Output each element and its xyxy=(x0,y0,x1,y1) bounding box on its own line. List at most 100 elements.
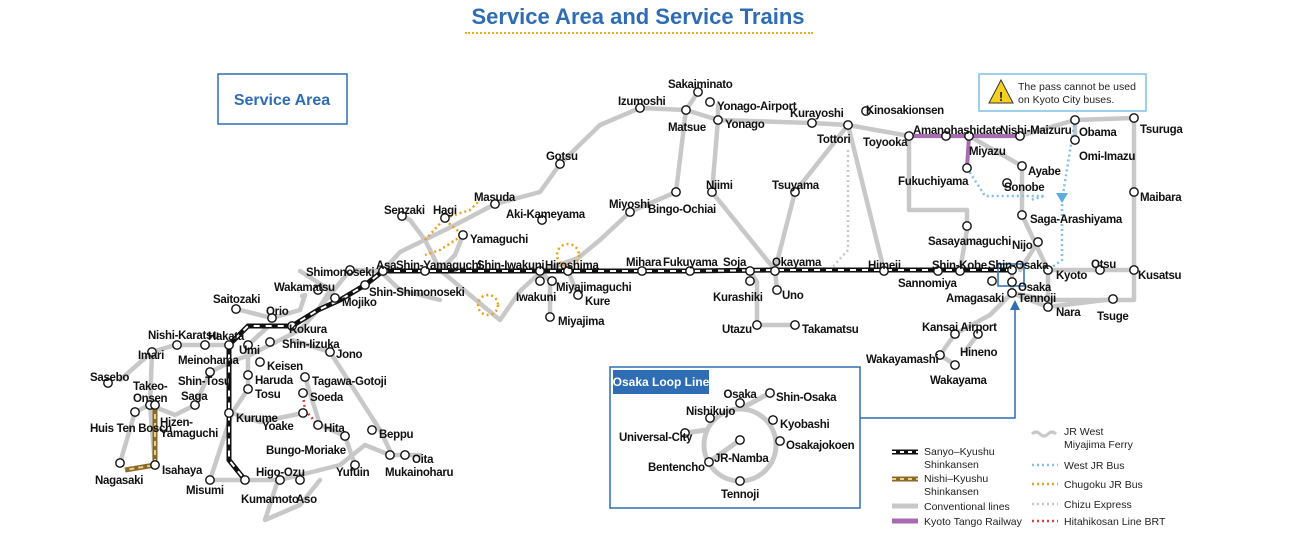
map-station-label-tsuruga: Tsuruga xyxy=(1140,124,1183,136)
map-station-dot-yoake xyxy=(298,408,308,418)
map-station-dot-higo-ozu xyxy=(275,475,285,485)
map-station-label-jono: Jono xyxy=(336,349,363,361)
map-station-label-hineno: Hineno xyxy=(960,347,997,359)
svg-text:!: ! xyxy=(999,89,1003,104)
map-station-dot-aso xyxy=(295,475,305,485)
map-station-dot-imari xyxy=(147,347,157,357)
map-station-label-shin-tosu: Shin-Tosu xyxy=(178,376,231,388)
legend-sanyo: Sanyo–Kyushu Shinkansen xyxy=(892,446,995,471)
map-station-dot-shin-iizuka xyxy=(265,337,275,347)
map-station-label-aso: Aso xyxy=(296,494,317,506)
map-station-dot-shin-shimonoseki xyxy=(360,280,370,290)
map-station-dot-amagasaki xyxy=(987,276,997,286)
map-station-dot-misumi xyxy=(205,475,215,485)
legend-nishi-label2: Shinkansen xyxy=(924,486,979,498)
map-station-label-imari: Imari xyxy=(138,350,164,362)
map-station-label-wakayama: Wakayama xyxy=(930,375,988,387)
warning-icon xyxy=(988,78,1014,104)
map-station-label-ayabe: Ayabe xyxy=(1028,166,1061,178)
map-station-label-asa: Asa xyxy=(376,260,397,272)
map-station-label-fukuchiyama: Fukuchiyama xyxy=(898,176,969,188)
map-station-label-amagasaki: Amagasaki xyxy=(946,293,1004,305)
map-station-label-miyoshi: Miyoshi xyxy=(609,199,650,211)
map-station-label-hakata: Hakata xyxy=(208,331,245,343)
map-station-dot-hineno xyxy=(973,329,983,339)
legend-chugokubus-label: Chugoku JR Bus xyxy=(1064,479,1143,491)
map-station-dot-yamaguchi xyxy=(458,230,468,240)
map-station-label-aki-kameyama: Aki-Kameyama xyxy=(506,209,586,221)
chizu-express xyxy=(829,150,850,271)
map-station-dot-tottori xyxy=(843,120,853,130)
map-station-label-tottori: Tottori xyxy=(817,134,851,146)
loop-station-dot-bentencho xyxy=(704,457,714,467)
map-station-label-beppu: Beppu xyxy=(379,429,414,441)
map-station-label-sasebo: Sasebo xyxy=(90,372,129,384)
legend-sanyo-label: Sanyo–Kyushu xyxy=(924,446,995,458)
map-station-dot-kansai-airport xyxy=(950,329,960,339)
legend-ferry-label2: Miyajima Ferry xyxy=(1064,439,1134,451)
legend-conventional-label: Conventional lines xyxy=(924,501,1010,513)
title-underline xyxy=(465,32,813,34)
loop-station-label-nishikujo: Nishikujo xyxy=(686,406,735,418)
map-station-dot-ayabe xyxy=(1017,161,1027,171)
map-station-label-matsue: Matsue xyxy=(668,122,706,134)
map-station-label-yufuin: Yufuin xyxy=(336,467,370,479)
map-station-dot-tagawa-gotoji xyxy=(300,372,310,382)
map-station-dot-haruda xyxy=(243,370,253,380)
map-station-label-tosu: Tosu xyxy=(255,389,281,401)
notice-line1: The pass cannot be used xyxy=(1018,81,1136,93)
loop-station-label-kyobashi: Kyobashi xyxy=(780,419,829,431)
loop-station-dot-shin-osaka xyxy=(765,388,775,398)
map-station-dot-himeji xyxy=(879,266,889,276)
loop-station-label-jr-namba: JR-Namba xyxy=(714,453,769,465)
map-station-dot-yonago-airport xyxy=(705,97,715,107)
map-station-dot-sasebo xyxy=(103,378,113,388)
legend-westbus: West JR Bus xyxy=(1032,460,1125,472)
map-station-dot-nishi-karatsu xyxy=(172,340,182,350)
map-station-label-shimonoseki: Shimonoseki xyxy=(306,267,374,279)
loop-station-dot-universal-city xyxy=(680,428,690,438)
map-station-dot-shin-yamaguchi xyxy=(420,266,430,276)
kyoto-tango-railway-branch xyxy=(965,135,971,169)
map-station-dot-wakayamashi xyxy=(935,350,945,360)
map-station-dot-umi xyxy=(243,340,253,350)
map-station-dot-amanohashidate xyxy=(941,131,951,141)
service-area-box xyxy=(217,73,348,125)
map-station-dot-meinohama xyxy=(200,340,210,350)
map-station-label-haruda: Haruda xyxy=(255,375,294,387)
map-station-dot-miyoshi xyxy=(625,207,635,217)
osaka-loop-title: Osaka Loop Line xyxy=(613,375,710,389)
map-station-label-masuda: Masuda xyxy=(474,192,516,204)
map-station-dot-iwakuni xyxy=(535,276,545,286)
map-station-label-shin-yamaguchi: Shin-Yamaguchi xyxy=(396,260,481,272)
map-station-dot-izumoshi xyxy=(635,103,645,113)
legend-nishi: Nishi–Kyushu Shinkansen xyxy=(892,473,988,498)
map-station-label-hagi: Hagi xyxy=(433,205,457,217)
legend-chugokubus: Chugoku JR Bus xyxy=(1032,479,1143,491)
map-station-dot-oita xyxy=(400,450,410,460)
map-station-label-mukainoharu: Mukainoharu xyxy=(385,467,454,479)
map-station-label-misumi: Misumi xyxy=(186,485,224,497)
map-station-dot-mihara xyxy=(637,266,647,276)
map-station-dot-maibara xyxy=(1129,187,1139,197)
map-station-dot-aki-kameyama xyxy=(537,215,547,225)
map-station-dot-wakamatsu xyxy=(313,285,323,295)
map-station-dot-miyazu xyxy=(964,131,974,141)
map-station-dot-jono xyxy=(325,347,335,357)
loop-station-label-tennoji: Tennoji xyxy=(721,489,759,501)
map-station-label-nara: Nara xyxy=(1056,307,1081,319)
map-station-label-nishi-karatsu: Nishi-Karatsu xyxy=(148,330,219,342)
map-station-dot-hizen xyxy=(150,400,160,410)
map-station-label-saga-arashiyama: Saga-Arashiyama xyxy=(1030,214,1123,226)
map-station-dot-isahaya xyxy=(150,460,160,470)
map-station-label-yonago: Yonago xyxy=(725,119,765,131)
map-station-dot-beppu xyxy=(367,425,377,435)
map-station-dot-hakata xyxy=(224,340,234,350)
legend-chizu: Chizu Express xyxy=(1032,499,1132,511)
map-station-dot-tsuyama xyxy=(790,187,800,197)
loop-station-label-osaka: Osaka xyxy=(723,389,757,401)
map-station-dot-hiroshima xyxy=(563,266,573,276)
map-station-dot-osaka xyxy=(1007,277,1017,287)
map-station-label-uno: Uno xyxy=(782,290,804,302)
